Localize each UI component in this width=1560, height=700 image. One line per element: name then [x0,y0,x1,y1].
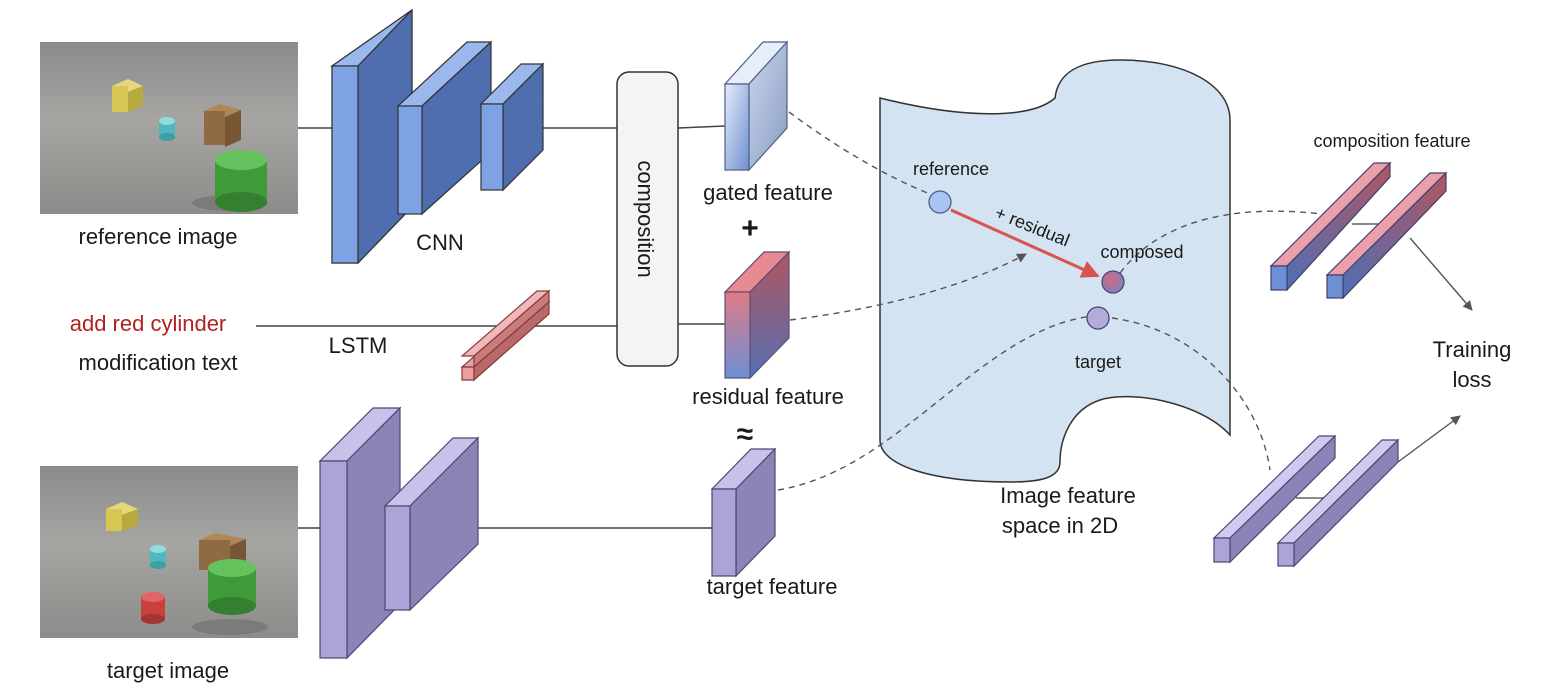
plus-sign: + [741,212,759,245]
composed-point-label: composed [1100,242,1183,262]
target-point [1086,306,1110,330]
feature-space-label-line1: Image feature [1000,483,1136,508]
composition-box [616,71,679,367]
feature-space-sheet [879,59,1231,483]
gated-to-reference-dash [788,111,931,195]
target-bar-2 [1276,438,1400,568]
reference-point [928,190,952,214]
modification-text-caption: modification text [79,350,238,375]
target-cnn-block-2 [383,436,480,612]
reference-image-caption: reference image [79,224,238,249]
cnn-block-2 [396,40,493,216]
training-loss-line1: Training [1433,337,1512,362]
residual-feature-block [723,250,791,380]
cnn-blocks [330,8,545,265]
target-bar-1 [1212,434,1337,564]
training-loss-line2: loss [1452,367,1491,392]
target-cnn-blocks [318,406,480,660]
residual-to-residual-dash [789,253,1027,321]
residual-arrow [950,208,1100,278]
cnn-label: CNN [416,230,464,255]
composition-label: composition [633,160,658,277]
composition-bar-2 [1325,171,1448,300]
residual-feature-label: residual feature [692,384,844,409]
connection-lines [256,125,726,529]
lstm-bar [460,289,551,382]
reference-point-label: reference [913,159,989,179]
target-image-caption: target image [107,658,229,683]
target-point-label: target [1075,352,1121,372]
approx-sign: ≈ [737,418,753,451]
target-to-loss-arrow [1397,415,1461,463]
feature-space-label-line2: space in 2D [1002,513,1118,538]
target-feature-block [710,447,777,578]
reference-image [40,42,298,214]
composed-to-composition-dash [1113,210,1323,283]
target-to-target-features-dash [1111,317,1271,471]
composition-feature-label: composition feature [1313,131,1470,151]
composed-point [1101,270,1125,294]
gated-feature-label: gated feature [703,180,833,205]
modification-query-text: add red cylinder [70,311,227,336]
target-image [40,466,298,638]
gated-feature-block [723,40,789,172]
cnn-block-1 [330,8,413,265]
composition-bar-1 [1269,161,1392,292]
composition-to-gated-line [677,125,726,129]
target-feature-to-target-dash [777,315,1093,491]
cnn-block-3 [479,62,545,192]
dashed-mappings [777,111,1323,491]
lstm-label: LSTM [329,333,388,358]
target-feature-label: target feature [707,574,838,599]
composition-to-loss-arrow [1409,237,1473,311]
